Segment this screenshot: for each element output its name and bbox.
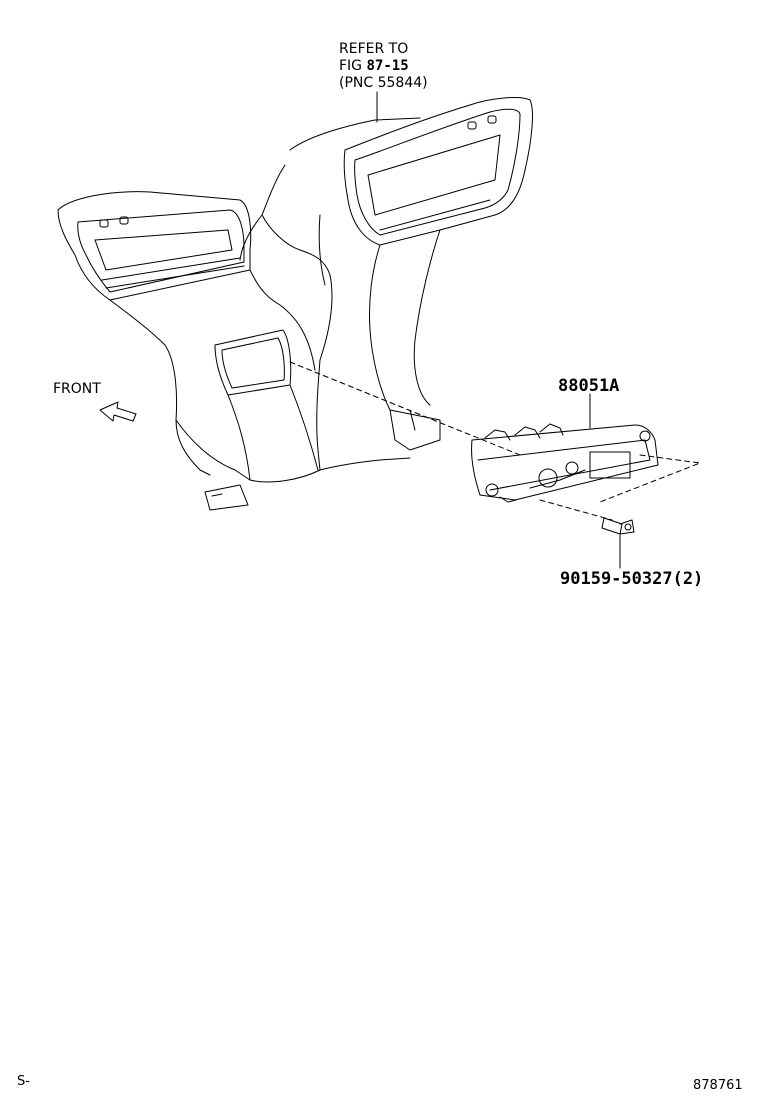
footer-left-code: S- [17, 1074, 30, 1089]
front-arrow-icon [99, 401, 137, 422]
front-label: FRONT [53, 381, 101, 397]
footer-diagram-number: 878761 [693, 1078, 743, 1093]
console-duct-housing [57, 97, 533, 511]
reference-line-3: (PNC 55844) [339, 75, 428, 91]
control-assembly-88051a [471, 423, 659, 503]
reference-fig-link[interactable]: 87-15 [366, 58, 409, 74]
leader-lines [289, 91, 701, 569]
reference-line-2: FIG 87-15 [339, 58, 409, 75]
part-number-90159-50327[interactable]: 90159-50327(2) [560, 569, 704, 589]
screw-90159-50327 [601, 517, 635, 535]
reference-fig-prefix: FIG [339, 58, 367, 74]
reference-line-1: REFER TO [339, 41, 409, 57]
part-number-88051a[interactable]: 88051A [558, 376, 620, 396]
